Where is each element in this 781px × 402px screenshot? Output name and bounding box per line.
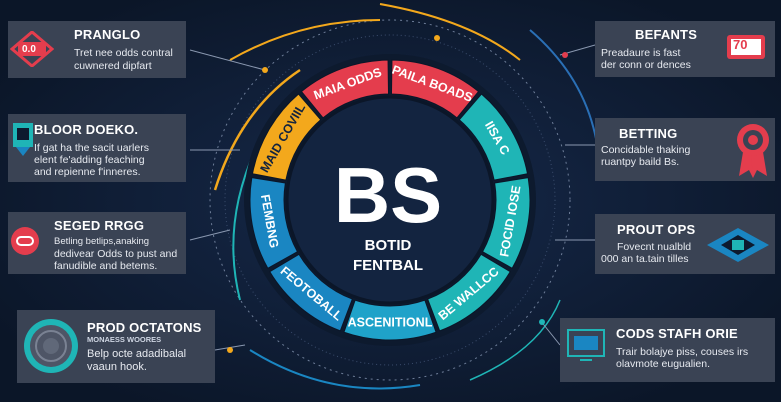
icon-text: 70: [733, 37, 748, 52]
tag-pill-icon: [11, 227, 39, 255]
card-bloor: BLOOR DOEKO. If gat ha the sacit uarlers…: [8, 114, 186, 182]
card-sub-1: Concidable thaking: [601, 144, 691, 156]
card-sub-1: Tret nee odds contral: [74, 47, 173, 59]
card-sub-2: elent fe'adding feaching: [34, 154, 145, 166]
blue-swoosh-bottom: [249, 349, 421, 390]
center-line2: FENTBAL: [353, 257, 423, 274]
card-sub-3: and repienne f'inneres.: [34, 166, 141, 178]
center-disc-border: [285, 95, 495, 305]
card-befants: BEFANTS Preadaure is fast der conn or de…: [595, 21, 775, 77]
ring-segment-9: [251, 93, 322, 181]
ring-segment-3: [458, 93, 529, 181]
ring-segment-5: [426, 253, 511, 332]
orange-swoosh-left: [229, 19, 381, 61]
orange-swoosh-top: [379, 3, 521, 61]
card-sub-2: dedivear Odds to pust and: [54, 248, 178, 260]
card-title: BETTING: [619, 126, 678, 141]
ring-segment-1: [300, 59, 390, 119]
card-sub-3: fanudible and betems.: [54, 260, 158, 272]
card-title: BLOOR DOEKO.: [34, 122, 139, 137]
card-sub-2: der conn or dences: [601, 59, 691, 71]
card-sub-1: Preadaure is fast: [601, 47, 681, 59]
outer-dashed-orbit: [209, 19, 571, 381]
card-seged: SEGED RRGG Betling betlips,anaking dediv…: [8, 212, 186, 274]
hexagon-sign-icon: [10, 31, 54, 67]
card-sub-2: vaaun hook.: [87, 361, 147, 373]
card-prod: PROD OCTATONS MONAESS WOORES Belp octe a…: [17, 310, 215, 383]
card-tag: MONAESS WOORES: [87, 335, 162, 344]
card-title: PROD OCTATONS: [87, 320, 202, 335]
ring-segment-4: [481, 177, 531, 269]
connector-dots: [227, 35, 568, 353]
card-sub-1: Fovecnt nualbld: [617, 241, 692, 253]
ring-segment-2: [390, 59, 480, 119]
teal-swoosh-bottom-right: [469, 299, 561, 381]
card-title: PROUT OPS: [617, 222, 696, 237]
coin-circle-icon: [24, 319, 78, 373]
card-sub-2: 000 an ta.tain tilles: [601, 253, 689, 265]
card-sub-1: Betling betlips,anaking: [54, 236, 150, 247]
screen-monitor-icon: [567, 329, 605, 361]
badge-book-icon: [13, 123, 33, 156]
center-line1: BOTID: [365, 237, 412, 254]
ribbon-award-icon: [737, 124, 769, 178]
diamond-icon: [707, 228, 769, 262]
card-title: SEGED RRGG: [54, 218, 145, 233]
center-disc: [287, 97, 493, 303]
card-sub-2: cuwnered dipfart: [74, 60, 152, 72]
icon-text: 0.0: [22, 44, 36, 55]
card-betting: BETTING Concidable thaking ruantpy baild…: [595, 118, 775, 181]
card-title: PRANGLO: [74, 27, 141, 42]
card-prout: PROUT OPS Fovecnt nualbld 000 an ta.tain…: [595, 214, 775, 274]
card-cods: CODS STAFH ORIE Trair bolajye piss, cous…: [560, 318, 775, 382]
card-sub-2: ruantpy baild Bs.: [601, 156, 680, 168]
ring-segment-6: [343, 299, 437, 341]
card-title: BEFANTS: [635, 27, 698, 42]
ticket-icon: [727, 35, 765, 59]
center-title: BS: [334, 151, 442, 239]
orange-swoosh-mid: [213, 68, 301, 191]
inner-dashed-orbit: [224, 34, 556, 366]
ring-segment-7: [269, 253, 354, 332]
card-sub-1: Belp octe adadibalal: [87, 348, 187, 360]
card-sub-2: olavmote eugualien.: [616, 358, 710, 370]
card-sub-1: If gat ha the sacit uarlers: [34, 142, 149, 154]
ring-segment-8: [249, 177, 299, 269]
ring-segment-label-6: ASCENITIONL: [348, 315, 433, 329]
card-sub-1: Trair bolajye piss, couses irs: [616, 346, 749, 358]
card-title: CODS STAFH ORIE: [616, 326, 738, 341]
card-prangle: 0.0 PRANGLO Tret nee odds contral cuwner…: [8, 21, 186, 78]
